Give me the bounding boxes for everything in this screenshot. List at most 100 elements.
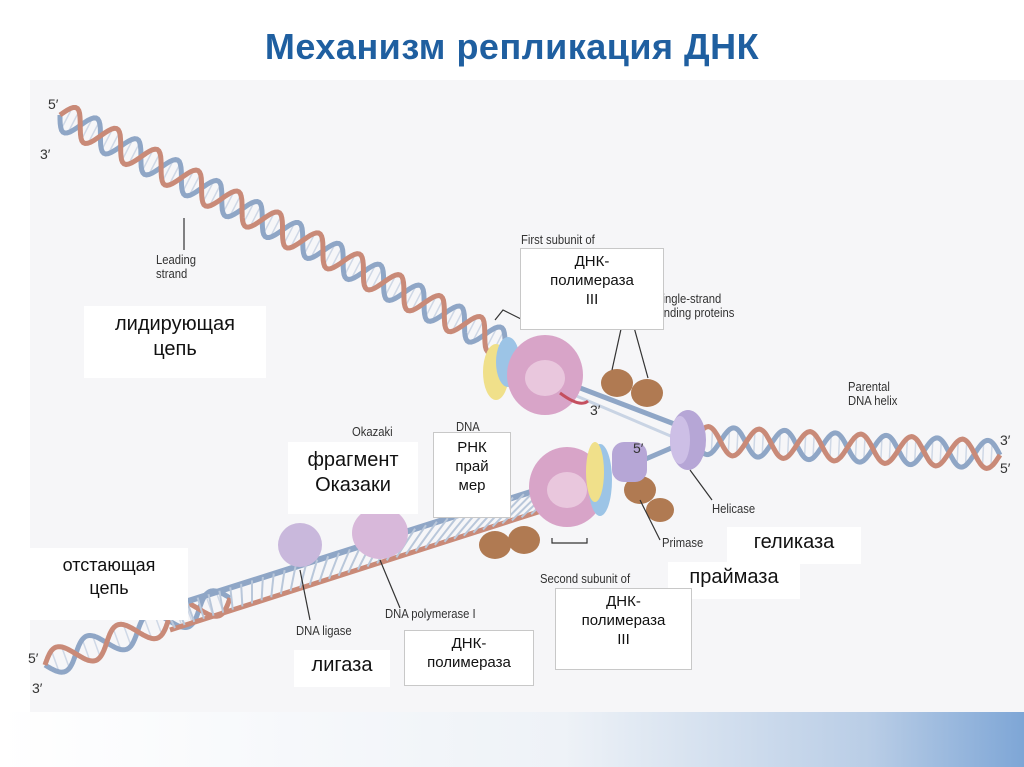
label-dna-pol-iii-bottom: ДНК- полимераза III (555, 588, 692, 670)
label-dna-en: DNA (456, 420, 480, 434)
lagging-rung (207, 593, 215, 616)
label-helicase: геликаза (727, 527, 861, 564)
leading-helix-rung (303, 232, 316, 256)
lagging-rung (328, 552, 340, 580)
lagging-rung (240, 583, 244, 607)
parental-helix-rung (981, 442, 985, 467)
polymerase-iii-bottom (529, 442, 612, 527)
ssb-proteins (479, 369, 674, 559)
parental-helix-rung (837, 434, 841, 460)
slide-title: Механизм репликация ДНК (264, 26, 760, 67)
lagging-helix-end-rung (112, 628, 122, 650)
leading-helix-rung (202, 180, 215, 203)
leading-helix-rung (485, 326, 498, 350)
leading-helix-strand-red (58, 105, 507, 355)
lagging-helix-end-rung (122, 624, 132, 647)
leading-helix-rung (222, 191, 235, 214)
lagging-helix-end-strand-red (42, 597, 233, 666)
lagging-rung (260, 576, 264, 601)
label-dna-polymerase: ДНК- полимераза (404, 630, 534, 686)
leading-helix-rung (444, 306, 458, 329)
parental-helix-rung (956, 440, 959, 466)
leading-helix-rung (121, 138, 134, 161)
lagging-rung (434, 514, 460, 546)
leading-helix-rung (249, 204, 262, 228)
lagging-rung (185, 600, 196, 623)
label-okazaki-fragment: фрагмент Оказаки (288, 442, 418, 514)
lagging-helix-end-rung (91, 635, 101, 658)
leading-helix-rung (411, 288, 424, 311)
lagging-helix-end-rung (61, 646, 71, 669)
leading-helix-rung (390, 278, 404, 301)
leading-helix-rung (343, 253, 357, 276)
parental-helix-rung (880, 437, 883, 462)
footer-bar (0, 712, 1024, 767)
lagging-rung (424, 517, 449, 549)
parental-helix-rung (803, 433, 807, 458)
label-dna-polymerase-i-en: DNA polymerase I (385, 607, 476, 621)
label-lagging-chain: отстающая цепь (30, 548, 188, 620)
lagging-rung (318, 555, 330, 583)
label-dna-pol-iii-top: ДНК- полимераза III (520, 248, 664, 330)
leading-helix-rung (471, 319, 485, 343)
label-first-subunit: First subunit of (521, 233, 595, 247)
lagging-rung (270, 573, 275, 598)
label-dna-ligase-en: DNA ligase (296, 624, 352, 638)
lagging-rung (405, 524, 427, 555)
leading-helix-rung (350, 257, 363, 280)
leading-helix-rung (269, 215, 282, 238)
parental-helix-rung (854, 435, 858, 461)
parental-helix-rung (736, 429, 739, 455)
label-ligase: лигаза (294, 650, 390, 687)
leading-helix-rung (80, 117, 94, 141)
end-bottom-left-3: 3′ (32, 680, 43, 696)
leading-helix-rung (100, 128, 114, 151)
dna-polymerase-i (352, 507, 408, 559)
parental-helix-rung (964, 441, 968, 466)
end-bottom-left-5: 5′ (28, 650, 39, 666)
leading-helix-rung (168, 163, 181, 186)
label-okazaki-en: Okazaki (352, 425, 393, 439)
leading-helix-rung (181, 170, 195, 193)
lagging-helix-end-rung (143, 616, 153, 639)
label-primase-en: Primase (662, 536, 704, 550)
end-right-5: 5′ (1000, 460, 1011, 476)
leading-helix-rung (242, 201, 256, 224)
parental-helix-rung (727, 429, 731, 454)
label-rna-primer: РНК прай мер (433, 432, 511, 518)
leading-helix-rung (289, 225, 303, 249)
leading-helix-rung (404, 285, 417, 308)
parental-helix-strand-red (692, 424, 1003, 471)
parental-helix-rung (812, 433, 815, 458)
leading-helix-rung (127, 142, 141, 165)
leading-helix-rung (141, 149, 154, 172)
parental-helix-rung (863, 436, 866, 461)
label-leading-strand: Leading strand (156, 253, 197, 282)
polymerase-iii-top (483, 335, 589, 415)
end-right-3: 3′ (1000, 432, 1011, 448)
leading-helix-rung (465, 316, 478, 339)
leading-helix-rung (161, 159, 175, 182)
leading-helix-rung (283, 222, 296, 245)
parental-helix-rung (939, 439, 943, 465)
end-top-left-5: 5′ (48, 96, 59, 112)
leading-helix-rung (107, 131, 121, 154)
lagging-rung (347, 545, 362, 574)
lagging-rung (218, 590, 225, 613)
parental-helix-rung (778, 432, 782, 457)
lagging-rung (299, 562, 308, 589)
parental-helix-rung (752, 430, 756, 456)
leading-helix-rung (60, 107, 73, 130)
parental-helix-rung (829, 434, 832, 459)
label-helicase-en: Helicase (712, 502, 756, 516)
leading-helix-rung (424, 295, 438, 318)
helicase-protein (670, 410, 706, 470)
parental-helix-rung (990, 442, 993, 467)
label-single-strand-binding: Single-strand binding proteins (655, 292, 735, 321)
parental-helix-rung (913, 438, 917, 463)
dna-strands (42, 105, 1003, 675)
leading-helix-rung (384, 274, 397, 297)
lagging-rung (229, 587, 234, 610)
leading-helix-rung (309, 236, 323, 259)
